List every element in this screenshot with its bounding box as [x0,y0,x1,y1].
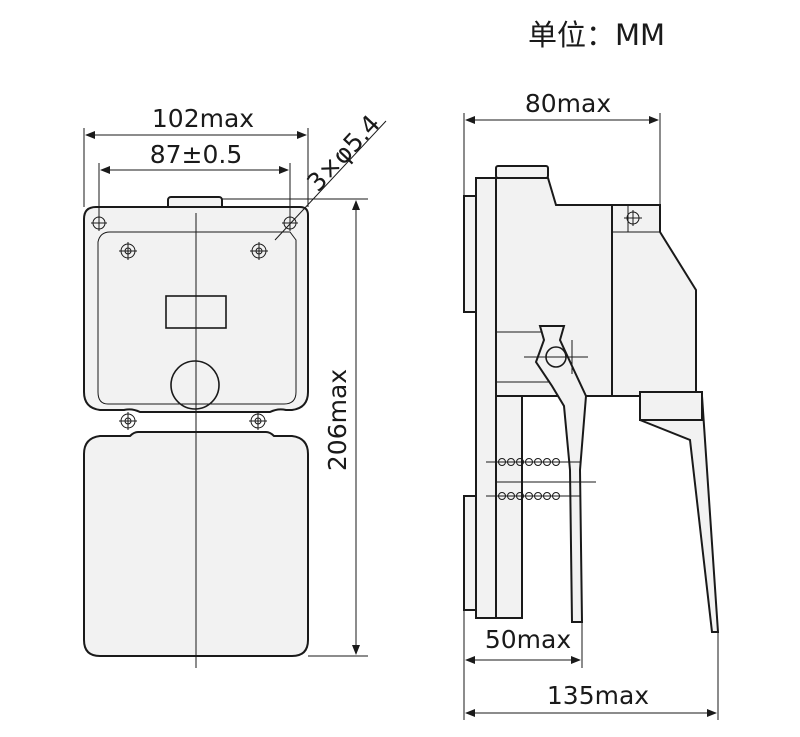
back-strip-upper [463,195,477,313]
pivot-pin [524,340,588,374]
dim-hole-spacing: 87±0.5 [150,140,243,169]
screw-upper-right [250,242,268,260]
dim-total-length-max: 135max [547,681,649,710]
screw-upper-left [119,242,137,260]
back-strip-lower [463,495,477,611]
spring-upper [486,458,580,466]
dim-base-width-max: 50max [485,625,571,654]
side-mounting-hole [624,210,642,226]
side-top-boss [495,165,549,179]
lower-leg-left [495,395,523,619]
screw-lower-left [119,412,137,430]
unit-label: 单位：MM [528,18,665,52]
dim-height-max: 206max [323,369,352,471]
dim-holes: 3×φ5.4 [301,109,386,197]
side-view: 80max 50max 135max [463,89,720,720]
lever [534,325,588,623]
center-hole [170,360,220,410]
dim-width-max: 102max [152,104,254,133]
front-inner-panel [97,231,297,405]
mounting-hole-top-right [282,215,298,231]
hole-leader [274,120,387,241]
pedal-foot-plate [639,391,703,421]
dim-depth-max: 80max [525,89,611,118]
screw-lower-right [249,412,267,430]
back-plate [475,177,497,619]
front-view: 102max 87±0.5 3×φ5.4 206max [83,104,387,668]
mounting-hole-top-left [91,215,107,231]
spring-lower [486,492,580,500]
